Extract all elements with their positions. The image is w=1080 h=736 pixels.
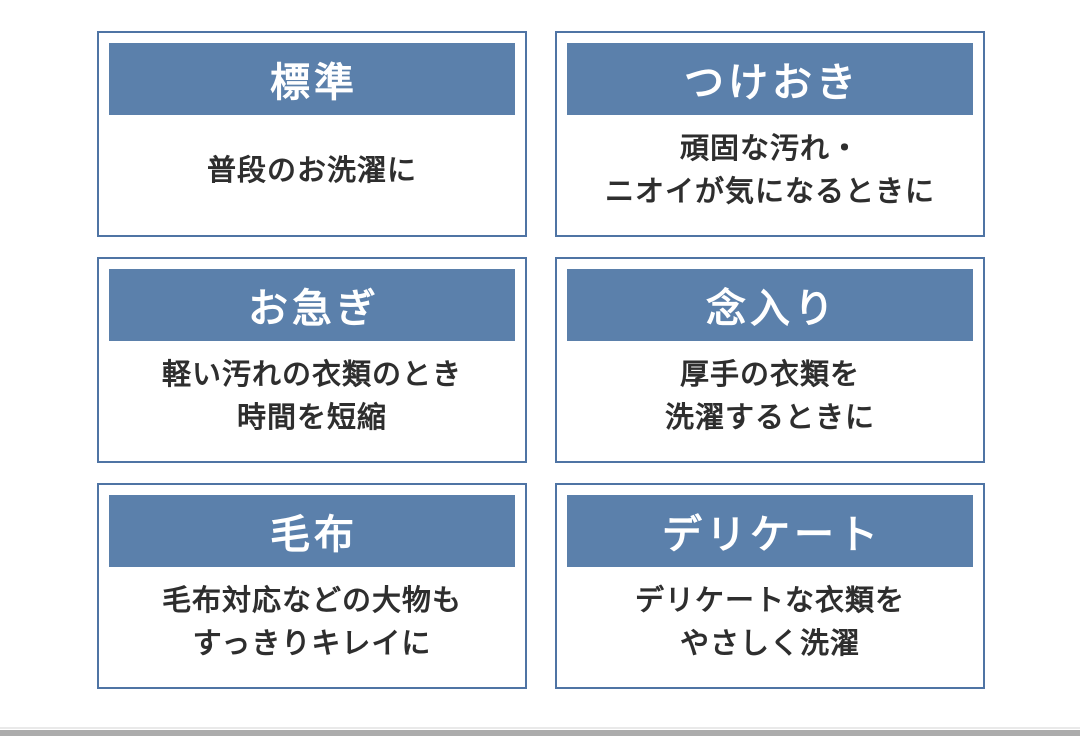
course-title-bar: 毛布 <box>109 495 515 567</box>
course-card-quick: お急ぎ 軽い汚れの衣類のとき 時間を短縮 <box>97 257 527 463</box>
course-description: 頑固な汚れ・ ニオイが気になるときに <box>567 115 973 227</box>
course-title-bar: お急ぎ <box>109 269 515 341</box>
course-title-bar: つけおき <box>567 43 973 115</box>
description-line: 軽い汚れの衣類のとき <box>161 359 462 392</box>
course-description: 厚手の衣類を 洗濯するときに <box>567 341 973 453</box>
description-line: 毛布対応などの大物も <box>161 585 462 618</box>
course-description: 普段のお洗濯に <box>109 115 515 227</box>
description-line: 厚手の衣類を <box>679 359 860 392</box>
course-title-bar: 念入り <box>567 269 973 341</box>
course-title-bar: デリケート <box>567 495 973 567</box>
description-line: やさしく洗濯 <box>679 628 860 660</box>
description-line: 洗濯するときに <box>664 402 875 434</box>
course-description: 軽い汚れの衣類のとき 時間を短縮 <box>109 341 515 453</box>
course-description: デリケートな衣類を やさしく洗濯 <box>567 567 973 679</box>
course-description: 毛布対応などの大物も すっきりキレイに <box>109 567 515 679</box>
description-line: すっきりキレイに <box>192 628 432 660</box>
course-card-delicate: デリケート デリケートな衣類を やさしく洗濯 <box>555 483 985 689</box>
description-line: 頑固な汚れ・ <box>679 133 860 166</box>
course-card-grid: 標準 普段のお洗濯に つけおき 頑固な汚れ・ ニオイが気になるときに お急ぎ 軽… <box>97 31 985 689</box>
bottom-edge-highlight <box>0 727 1080 729</box>
description-line: 時間を短縮 <box>236 402 387 434</box>
description-line: 普段のお洗濯に <box>206 154 417 187</box>
bottom-edge-bar <box>0 730 1080 736</box>
course-title-bar: 標準 <box>109 43 515 115</box>
course-card-blanket: 毛布 毛布対応などの大物も すっきりキレイに <box>97 483 527 689</box>
description-line: デリケートな衣類を <box>634 585 905 618</box>
course-card-thorough: 念入り 厚手の衣類を 洗濯するときに <box>555 257 985 463</box>
course-card-soak: つけおき 頑固な汚れ・ ニオイが気になるときに <box>555 31 985 237</box>
course-card-standard: 標準 普段のお洗濯に <box>97 31 527 237</box>
description-line: ニオイが気になるときに <box>604 176 935 208</box>
